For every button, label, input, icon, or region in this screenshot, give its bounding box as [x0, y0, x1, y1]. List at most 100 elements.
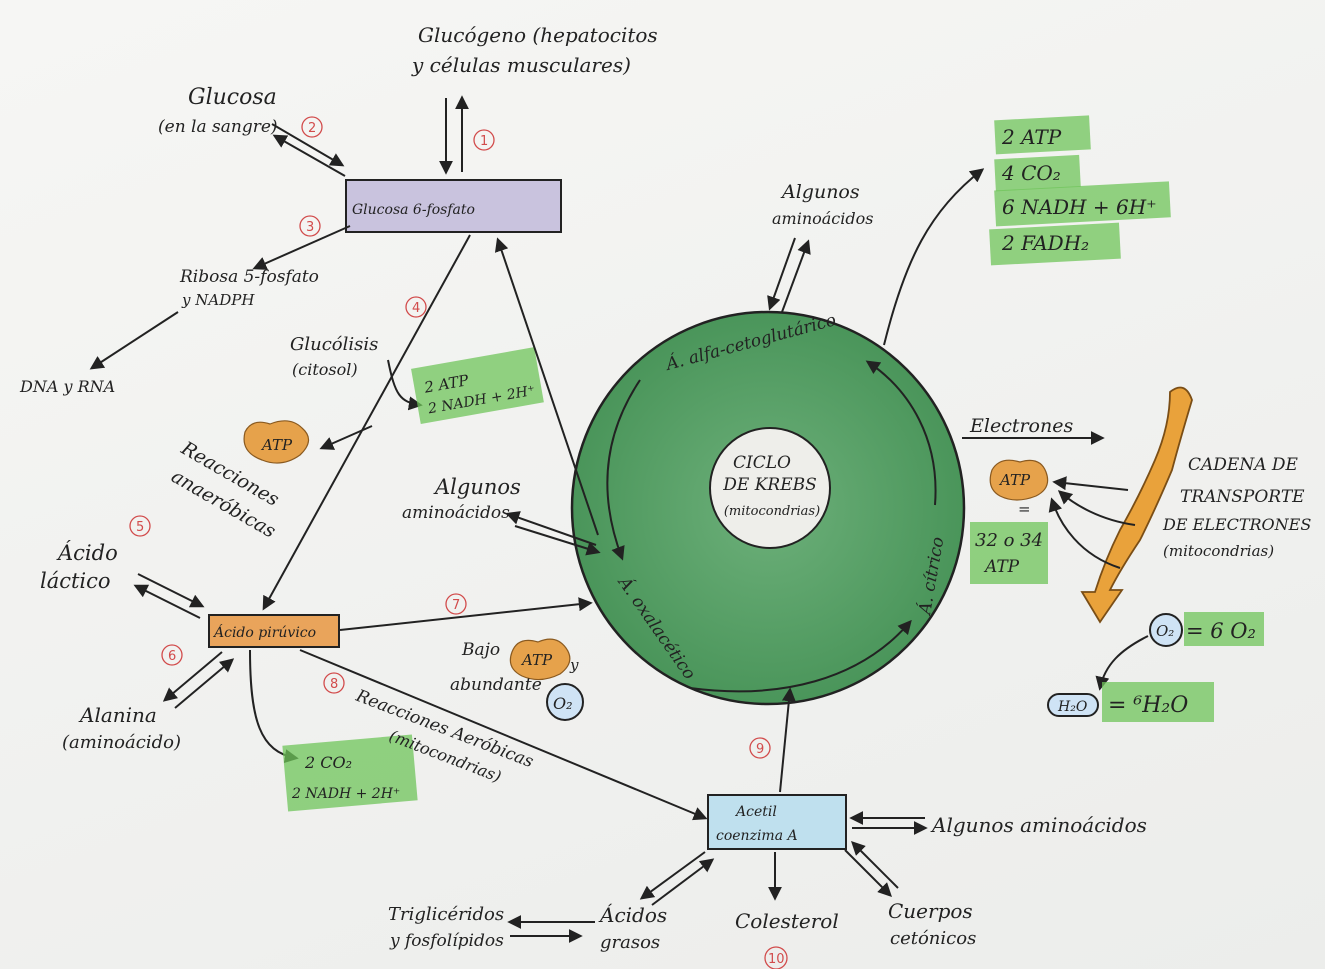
algunos-top-2: aminoácidos	[772, 209, 873, 228]
chain-label-1: CADENA DE	[1188, 455, 1299, 475]
arrow-to-atp-anaerobic	[319, 425, 373, 450]
arrow-chain-atp-1	[1052, 476, 1129, 491]
algunos-bottom-label: Algunos aminoácidos	[930, 813, 1147, 837]
step-2: 2	[308, 121, 316, 136]
atp-blob-chain	[989, 459, 1049, 501]
arrow-glucolisis-products	[387, 359, 423, 411]
chain-o2-eq: = 6 O₂	[1186, 619, 1256, 643]
trigliceridos-label-2: y fosfolípidos	[389, 931, 504, 951]
trigliceridos-label: Triglicéridos	[388, 904, 504, 925]
chain-o2: O₂	[1156, 622, 1174, 640]
chain-atp-word: ATP	[983, 557, 1020, 577]
arrow-from-alanina	[174, 658, 235, 709]
chain-shape	[1080, 386, 1193, 624]
arrow-to-ribosa	[252, 225, 351, 270]
krebs-product-atp: 2 ATP	[1001, 125, 1062, 149]
krebs-product-nadh: 6 NADH + 6H⁺	[1002, 195, 1157, 219]
o2-circle-bajo	[546, 683, 584, 721]
cuerpos-label-2: cetónicos	[890, 928, 976, 949]
bajo-atp: ATP	[520, 651, 553, 669]
arrow-to-dna	[89, 311, 179, 370]
arrow-lactico-in	[137, 573, 205, 608]
arrow-acetil-to-grasos	[639, 851, 706, 900]
chain-label-4: (mitocondrias)	[1163, 542, 1274, 560]
arrow-oxal-to-glucosa6	[494, 237, 599, 536]
arrow-grasos-to-acetil	[651, 858, 715, 906]
step-5: 5	[136, 520, 144, 535]
bajo-label: Bajo	[461, 640, 500, 660]
krebs-atp-highlight	[994, 115, 1091, 155]
arrow-algunos-top-out	[781, 239, 811, 313]
alanina-label-2: (aminoácido)	[62, 732, 181, 753]
lactico-label-2: láctico	[40, 569, 111, 593]
algunos-mid-2: aminoácidos	[402, 503, 510, 523]
colesterol-label: Colesterol	[735, 909, 839, 933]
chain-label-2: TRANSPORTE	[1180, 487, 1305, 507]
arrow-acetil-to-krebs	[779, 687, 796, 793]
cycle-arrow-bottom	[689, 619, 912, 693]
step-circle-6	[161, 644, 183, 666]
step-4: 4	[412, 301, 420, 316]
piruvico-products-highlight	[282, 734, 418, 812]
glucogeno-label-2: y células musculares)	[411, 53, 631, 77]
bajo-o2: O₂	[553, 694, 573, 713]
piruvico-box	[208, 614, 340, 648]
krebs-inner-circle	[709, 427, 831, 549]
arrow-krebs-products	[883, 168, 985, 346]
acetil-label: Acetil	[734, 804, 777, 820]
h2o-pill	[1047, 693, 1099, 717]
step-6: 6	[168, 649, 176, 664]
piruvico-label: Ácido pirúvico	[212, 623, 316, 641]
arrow-glucosa-out	[272, 134, 346, 177]
krebs-title-3: (mitocondrias)	[724, 504, 820, 519]
lactico-label: Ácido	[56, 541, 118, 565]
step-10: 10	[768, 952, 785, 967]
piruvico-nadh: 2 NADH + 2H⁺	[291, 786, 400, 802]
chain-eq: =	[1018, 500, 1031, 518]
bajo-y: y	[569, 656, 579, 674]
step-3: 3	[306, 220, 314, 235]
krebs-product-co2: 4 CO₂	[1001, 161, 1061, 185]
arrow-piruvico-products	[249, 649, 299, 764]
electron-chain	[1080, 386, 1193, 624]
arrow-chain-atp-3	[1048, 497, 1121, 569]
step-circle-3	[299, 215, 321, 237]
acidos-grasos-label-2: grasos	[600, 932, 660, 953]
arrow-lactico-out	[133, 584, 201, 619]
arrow-piruvico-to-acetil	[299, 649, 708, 821]
chain-label-3: DE ELECTRONES	[1162, 515, 1311, 534]
glucolisis-label-2: (citosol)	[292, 360, 358, 379]
acidos-grasos-label: Ácidos	[598, 903, 667, 927]
krebs-fadh-highlight	[989, 222, 1121, 266]
algunos-top-1: Algunos	[780, 181, 860, 203]
glucosa6-label: Glucosa 6-fosfato	[352, 202, 475, 218]
atp-blob-anaerobic	[243, 420, 310, 464]
step-numbers: 1 2 3 4 5 6 7 8 9 10	[129, 116, 788, 969]
glucolisis-highlight	[411, 347, 544, 424]
step-circle-5	[129, 515, 151, 537]
electrones-label: Electrones	[969, 415, 1073, 437]
step-9: 9	[756, 742, 764, 757]
step-7: 7	[452, 598, 460, 613]
krebs-title-1: CICLO	[733, 453, 791, 473]
arrow-cuerpos-to-acetil	[851, 841, 899, 889]
abundante-label: abundante	[450, 675, 542, 695]
h2o-highlight	[1102, 682, 1214, 722]
arrow-o2-to-h2o	[1095, 635, 1149, 691]
krebs-title-2: DE KREBS	[722, 475, 817, 495]
step-circle-9	[749, 737, 771, 759]
krebs-product-fadh: 2 FADH₂	[1001, 231, 1089, 255]
cuerpos-label: Cuerpos	[888, 899, 973, 923]
arrow-glucosa6-to-piruvico	[262, 234, 471, 611]
krebs-nadh-highlight	[994, 181, 1171, 227]
arrow-chain-atp-2	[1057, 490, 1136, 526]
glucosa6-box	[345, 179, 562, 233]
ribosa-label-2: y NADPH	[181, 291, 255, 309]
step-circle-7	[445, 593, 467, 615]
o2-highlight	[1184, 612, 1264, 646]
piruvico-co2: 2 CO₂	[304, 753, 352, 772]
step-circle-4	[405, 296, 427, 318]
dna-label: DNA y RNA	[19, 377, 115, 396]
h2o-eq: = ⁶H₂O	[1108, 693, 1188, 718]
